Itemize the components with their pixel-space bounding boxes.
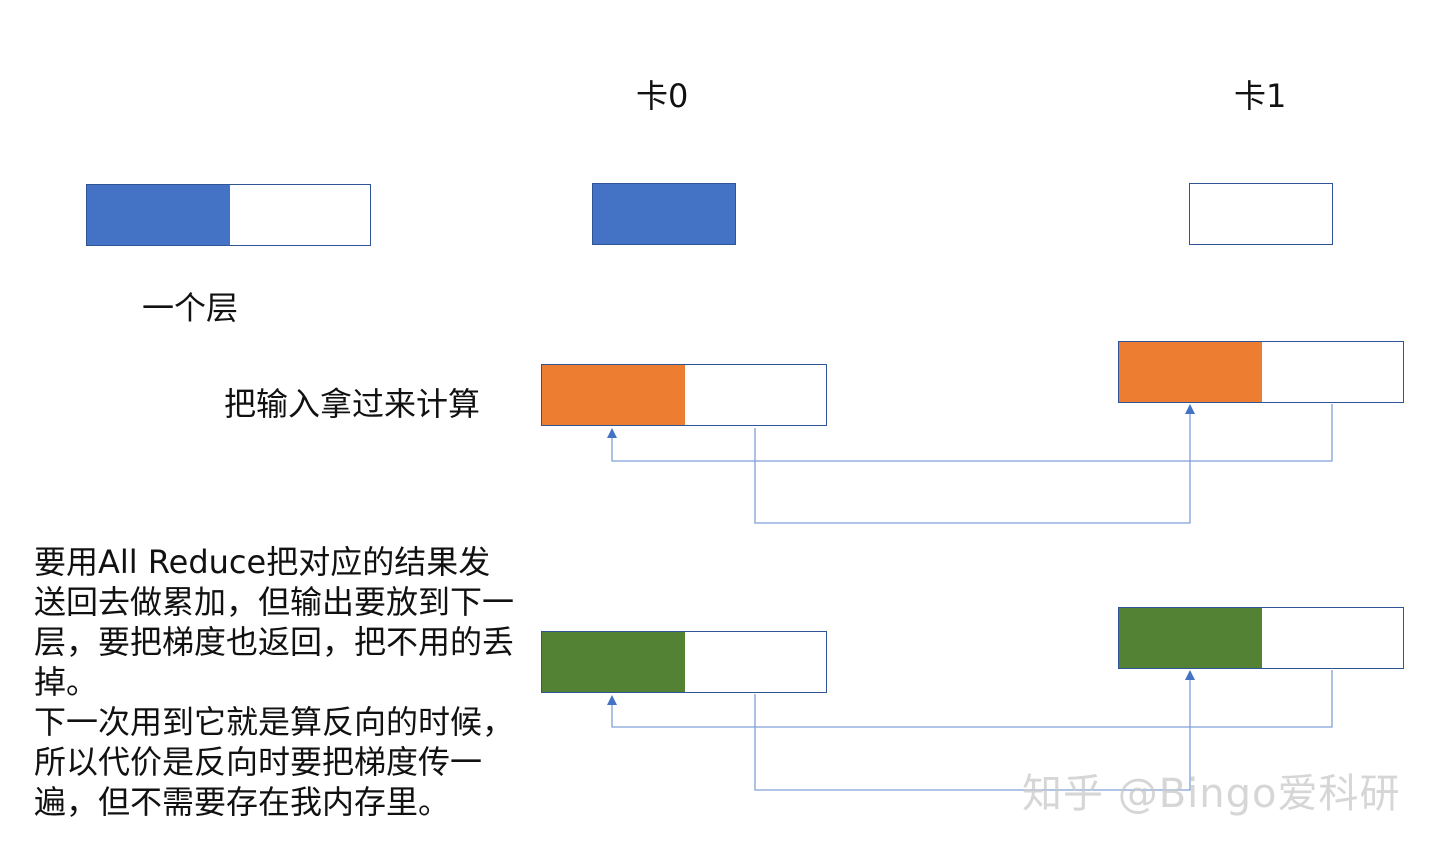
card1-layer-shard xyxy=(1189,183,1333,245)
card0-green-box xyxy=(541,631,827,693)
layer-label: 一个层 xyxy=(142,289,239,327)
card0-orange-box xyxy=(541,364,827,426)
watermark: 知乎 @Bingo爱科研 xyxy=(1022,771,1401,817)
green-arrowhead-card1 xyxy=(1185,670,1195,680)
card1-green-box xyxy=(1118,607,1404,669)
orange-arrowhead-card1 xyxy=(1185,404,1195,414)
card1-green-segment xyxy=(1119,608,1262,668)
green-arrowhead-card0 xyxy=(607,695,617,705)
card1-orange-box xyxy=(1118,341,1404,403)
orange-arrow-card0-to-card1 xyxy=(754,410,1191,524)
green-arrow-card1-to-card0 xyxy=(611,670,1333,728)
card1-orange-segment xyxy=(1119,342,1262,402)
card0-label: 卡0 xyxy=(636,77,689,115)
orange-arrowhead-card0 xyxy=(607,428,617,438)
card0-layer-shard xyxy=(592,183,736,245)
fetch-input-label: 把输入拿过来计算 xyxy=(224,385,481,423)
orange-arrow-card1-to-card0 xyxy=(611,404,1333,462)
card0-orange-segment xyxy=(542,365,685,425)
card0-green-segment xyxy=(542,632,685,692)
full-layer-box xyxy=(86,184,371,246)
note-line-2: 下一次用到它就是算反向的时候，所以代价是反向时要把梯度传一遍，但不需要存在我内存… xyxy=(34,703,515,821)
green-arrow-card0-to-card1 xyxy=(754,676,1191,791)
card1-label: 卡1 xyxy=(1234,77,1287,115)
explanation-note: 要用All Reduce把对应的结果发送回去做累加，但输出要放到下一层，要把梯度… xyxy=(34,542,514,822)
note-line-1: 要用All Reduce把对应的结果发送回去做累加，但输出要放到下一层，要把梯度… xyxy=(34,543,515,701)
layer-left-half xyxy=(87,185,230,245)
